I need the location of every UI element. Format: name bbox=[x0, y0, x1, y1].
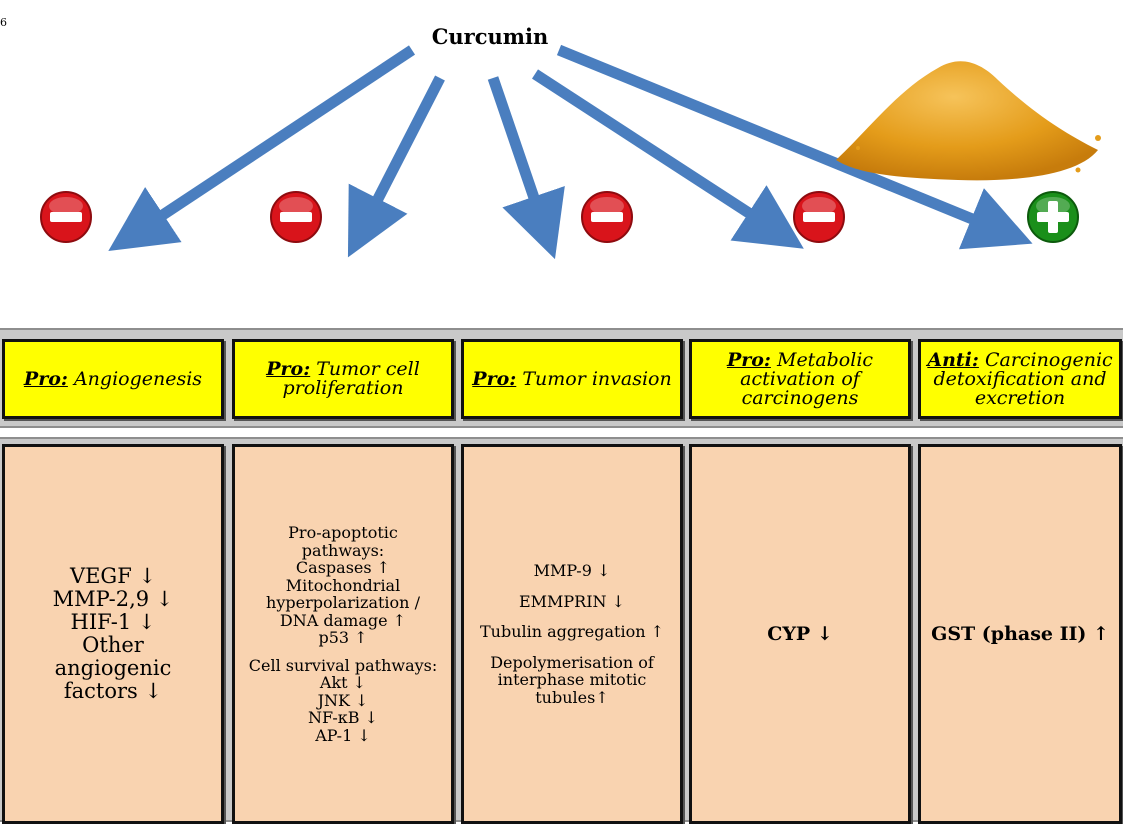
page-number: 6 bbox=[0, 16, 7, 29]
minus-sign-icon bbox=[270, 191, 322, 243]
turmeric-powder-image bbox=[836, 61, 1101, 181]
header-prefix: Anti: bbox=[927, 348, 979, 371]
effect-line: MMP-2,9 ↓ bbox=[52, 587, 174, 611]
minus-sign-icon bbox=[40, 191, 92, 243]
arrow-to-metabolic-activation bbox=[532, 69, 804, 249]
cell-angiogenesis: VEGF ↓ MMP-2,9 ↓ HIF-1 ↓ Other angiogeni… bbox=[2, 444, 224, 824]
arrow-to-angiogenesis bbox=[108, 45, 416, 251]
header-prefix: Pro: bbox=[472, 367, 517, 390]
diagram-title: Curcumin bbox=[431, 24, 549, 49]
cell-metabolic-activation: CYP ↓ bbox=[689, 444, 911, 824]
effect-line: JNK ↓ bbox=[317, 690, 369, 710]
effect-line: interphase mitotic bbox=[497, 670, 647, 689]
effect-line: NF-κB ↓ bbox=[307, 708, 379, 727]
effect-line: factors ↓ bbox=[63, 679, 163, 703]
effect-arrows bbox=[108, 44, 1033, 260]
effect-line: Pro-apoptotic bbox=[288, 523, 398, 542]
effect-line: tubules↑ bbox=[535, 687, 609, 707]
header-prefix: Pro: bbox=[23, 367, 68, 390]
arrow-to-detoxification bbox=[556, 44, 1033, 250]
effect-line: Caspases ↑ bbox=[295, 558, 391, 577]
header-label: Carcinogenic detoxification and excretio… bbox=[933, 348, 1113, 409]
effect-line: p53 ↑ bbox=[318, 628, 368, 647]
cell-proliferation: Pro-apoptotic pathways: Caspases ↑ Mitoc… bbox=[232, 444, 454, 824]
effect-line: Mitochondrial bbox=[285, 575, 401, 595]
effect-line: Tubulin aggregation ↑ bbox=[479, 622, 665, 641]
effect-line: hyperpolarization / bbox=[266, 593, 420, 612]
header-detoxification: Anti: Carcinogenic detoxification and ex… bbox=[918, 339, 1122, 419]
effect-line: AP-1 ↓ bbox=[315, 725, 371, 745]
header-metabolic-activation: Pro: Metabolic activation of carcinogens bbox=[689, 339, 911, 419]
header-label: Angiogenesis bbox=[73, 367, 203, 390]
header-prefix: Pro: bbox=[726, 348, 771, 371]
effect-line: angiogenic bbox=[54, 656, 172, 680]
header-label: Metabolic activation of carcinogens bbox=[740, 348, 874, 409]
cell-invasion: MMP-9 ↓ EMMPRIN ↓ Tubulin aggregation ↑ … bbox=[461, 444, 683, 824]
header-invasion: Pro: Tumor invasion bbox=[461, 339, 683, 419]
cell-detoxification: GST (phase II) ↑ bbox=[918, 444, 1122, 824]
effect-line: MMP-9 ↓ bbox=[533, 561, 611, 580]
minus-sign-icon bbox=[793, 191, 845, 243]
effect-line: Cell survival pathways: bbox=[248, 655, 438, 675]
arrow-to-proliferation bbox=[347, 75, 445, 258]
arrow-to-invasion bbox=[487, 76, 565, 260]
effect-line: pathways: bbox=[301, 540, 385, 560]
header-prefix: Pro: bbox=[266, 358, 311, 380]
header-label: Tumor cell proliferation bbox=[282, 358, 420, 399]
minus-sign-icon bbox=[581, 191, 633, 243]
header-angiogenesis: Pro: Angiogenesis bbox=[2, 339, 224, 419]
header-proliferation: Pro: Tumor cell proliferation bbox=[232, 339, 454, 419]
effect-line: HIF-1 ↓ bbox=[70, 610, 156, 634]
effect-line: DNA damage ↑ bbox=[279, 610, 407, 630]
plus-sign-icon bbox=[1027, 191, 1079, 243]
effect-line: Akt ↓ bbox=[319, 673, 367, 692]
effect-line: Depolymerisation of bbox=[490, 652, 654, 672]
effect-line: Other bbox=[82, 633, 144, 657]
effect-line: EMMPRIN ↓ bbox=[518, 591, 626, 611]
effect-line: GST (phase II) ↑ bbox=[931, 623, 1109, 645]
effect-line: VEGF ↓ bbox=[69, 564, 157, 588]
header-label: Tumor invasion bbox=[522, 367, 672, 390]
effect-line: CYP ↓ bbox=[767, 623, 833, 645]
